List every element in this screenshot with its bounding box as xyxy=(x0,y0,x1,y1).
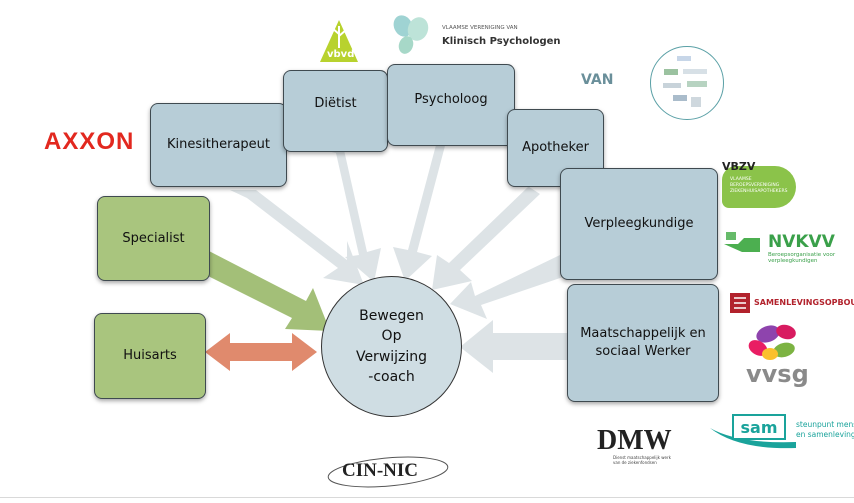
center-line-3: Verwijzing xyxy=(355,348,428,365)
node-dietist: Diëtist xyxy=(283,70,388,152)
nvkvv-sub2: verpleegkundigen xyxy=(768,258,818,264)
bottom-divider xyxy=(0,497,854,498)
logo-vbzv: VBZV VLAAMSE BEROEPSVERENIGING ZIEKENHUI… xyxy=(722,160,802,208)
logo-van: VAN xyxy=(581,72,614,88)
arrow-psycholoog xyxy=(393,142,446,281)
sam-box: sam xyxy=(732,414,786,440)
vvsg-petals-icon xyxy=(748,324,796,360)
node-huisarts: Huisarts xyxy=(94,313,206,399)
logo-nvkvv: NVKVV Beroepsorganisatie voor verpleegku… xyxy=(722,230,852,264)
sam-text: sam xyxy=(740,417,778,437)
vvkp-line2: Klinisch Psychologen xyxy=(442,36,561,47)
node-maatschappelijk-label-line2: sociaal Werker xyxy=(595,344,691,359)
node-verpleegkundige: Verpleegkundige xyxy=(560,168,718,280)
logo-vvsg: vvsg xyxy=(740,320,814,390)
node-dietist-label: Diëtist xyxy=(314,96,357,111)
nvkvv-sub1: Beroepsorganisatie voor xyxy=(768,252,836,258)
vbzv-title: VBZV xyxy=(722,160,756,173)
vbvd-badge-icon xyxy=(320,20,358,62)
node-psycholoog-label: Psycholoog xyxy=(414,92,488,107)
logo-cin-nic: CIN-NIC xyxy=(324,450,454,492)
center-line-4: -coach xyxy=(368,368,415,385)
node-apotheker-label: Apotheker xyxy=(522,140,589,156)
sam-sub1: steunpunt mens xyxy=(796,420,854,429)
node-psycholoog: Psycholoog xyxy=(387,64,515,146)
arrow-specialist xyxy=(196,250,330,331)
node-verpleegkundige-label: Verpleegkundige xyxy=(584,216,694,232)
sam-swoosh-icon xyxy=(710,428,796,449)
butterfly-icon xyxy=(393,15,429,54)
logo-axxon: AXXON xyxy=(44,128,135,155)
logo-dmw: DMW Dienst maatschappelijk werk van de z… xyxy=(597,425,677,469)
node-maatschappelijk: Maatschappelijk en sociaal Werker xyxy=(567,284,719,402)
vvkp-line1: VLAAMSE VERENIGING VAN xyxy=(442,25,518,31)
node-kinesitherapeut: Kinesitherapeut xyxy=(150,103,287,187)
vbvd-text: vbvd xyxy=(327,49,355,60)
logo-vbvd: vbvd xyxy=(318,18,360,64)
node-kinesitherapeut-label: Kinesitherapeut xyxy=(167,137,270,153)
arrow-verpleegkundige xyxy=(450,255,566,319)
logo-sam: sam steunpunt mens en samenleving xyxy=(708,410,854,454)
logo-vvkp: VLAAMSE VERENIGING VAN Klinisch Psycholo… xyxy=(390,14,561,56)
sam-sub2: en samenleving xyxy=(796,430,854,439)
nvkvv-hand-icon xyxy=(724,232,760,252)
arrow-apotheker xyxy=(432,183,540,290)
node-maatschappelijk-label-line1: Maatschappelijk en xyxy=(580,326,706,342)
cin-nic-swoosh-icon xyxy=(327,456,449,488)
logo-samenlevingsopbouw: SAMENLEVINGSOPBOUW xyxy=(730,293,854,315)
dmw-title: DMW xyxy=(597,425,672,456)
logo-partners-circle xyxy=(650,46,724,120)
center-line-1: Bewegen xyxy=(359,307,424,324)
samenlevingsopbouw-icon xyxy=(730,293,750,313)
center-line-2: Op xyxy=(381,328,402,345)
vvsg-text: vvsg xyxy=(746,360,809,388)
arrow-huisarts xyxy=(205,333,317,371)
vbzv-sub: VLAAMSE BEROEPSVERENIGING ZIEKENHUISAPOT… xyxy=(730,177,788,194)
center-node: Bewegen Op Verwijzing -coach xyxy=(321,276,462,417)
node-huisarts-label: Huisarts xyxy=(123,348,177,364)
arrow-dietist xyxy=(322,150,381,282)
dmw-sub: Dienst maatschappelijk werk van de zieke… xyxy=(613,455,671,465)
arrow-maatschappelijk xyxy=(460,320,569,373)
partner-logos-icon xyxy=(663,56,707,107)
nvkvv-title: NVKVV xyxy=(768,232,835,252)
cin-nic-text: CIN-NIC xyxy=(342,460,418,481)
samenlevingsopbouw-text: SAMENLEVINGSOPBOUW xyxy=(754,298,854,307)
arrow-kinesitherapeut xyxy=(230,190,364,285)
node-specialist: Specialist xyxy=(97,196,210,281)
node-specialist-label: Specialist xyxy=(122,230,185,246)
